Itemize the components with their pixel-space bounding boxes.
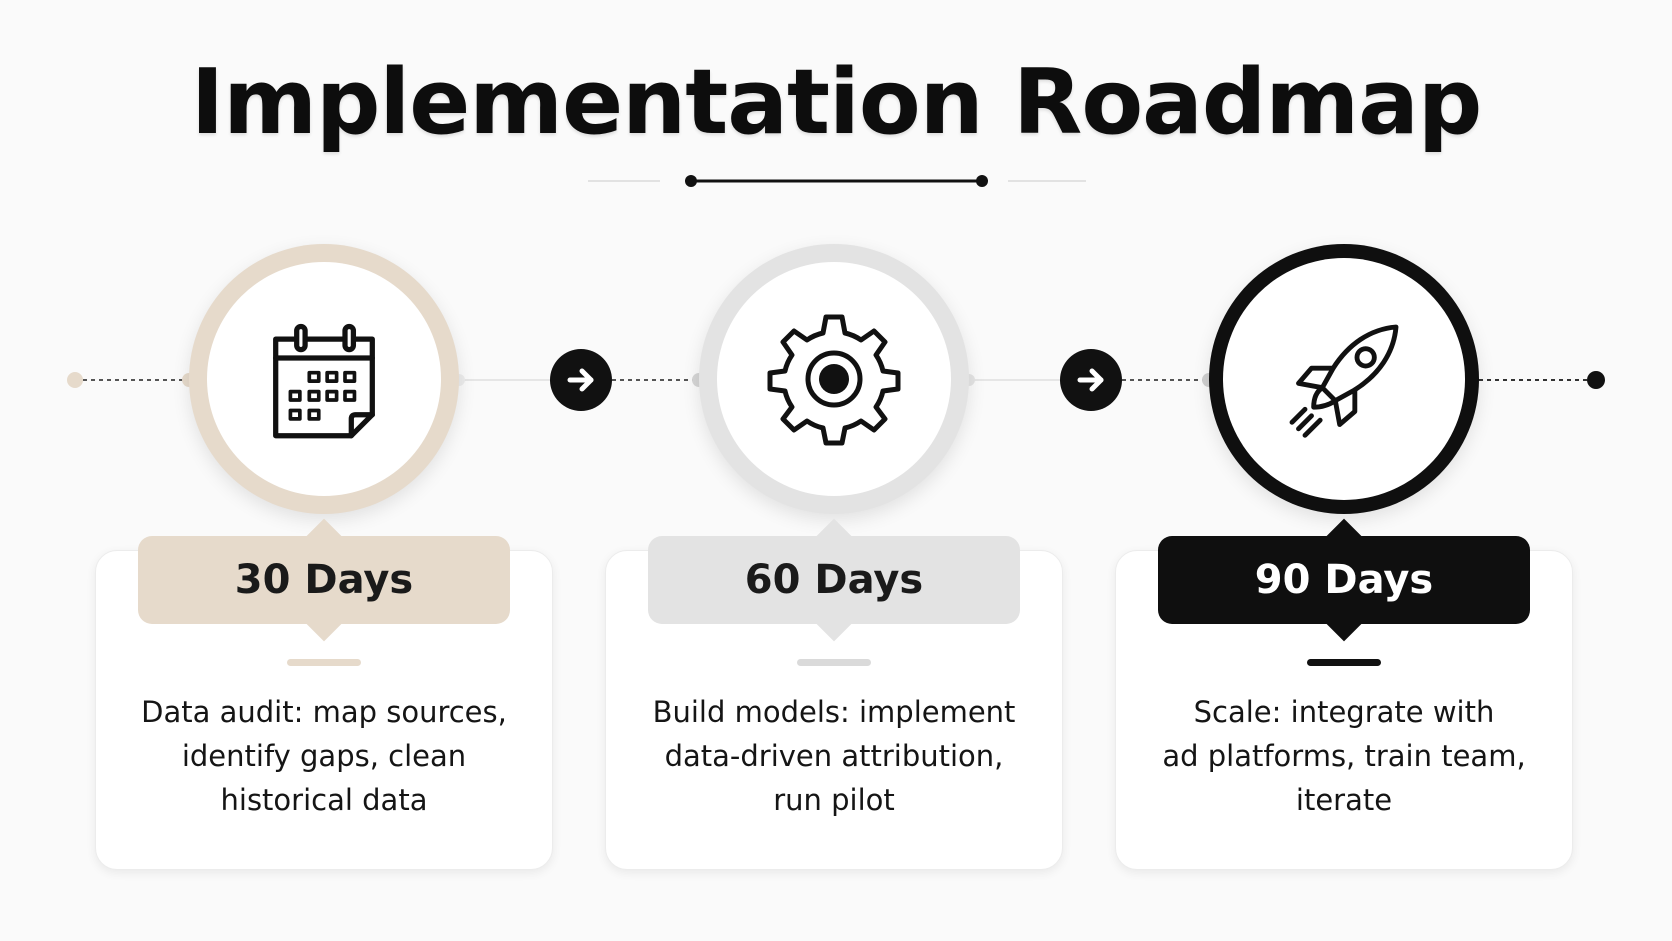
description-line: run pilot <box>773 783 895 817</box>
description-line: Data audit: map sources, <box>141 695 507 729</box>
step-2-description: Build models: implement data-driven attr… <box>624 690 1044 822</box>
description-line: data-driven attribution, <box>664 739 1004 773</box>
step-1-badge: 30 Days <box>138 518 510 642</box>
arrow-right-icon <box>1060 349 1122 411</box>
step-3-label: 90 Days <box>1254 557 1434 603</box>
calendar-icon <box>273 323 375 439</box>
step-2-label: 60 Days <box>744 557 924 603</box>
arrow-right-icon <box>550 349 612 411</box>
gear-icon <box>767 314 901 446</box>
description-line: iterate <box>1295 783 1393 817</box>
description-line: Scale: integrate with <box>1193 695 1495 729</box>
description-line: ad platforms, train team, <box>1162 739 1526 773</box>
step-1-circle <box>189 244 459 514</box>
description-line: identify gaps, clean <box>181 739 467 773</box>
step-3-circle <box>1209 244 1479 514</box>
step-1-label: 30 Days <box>234 557 414 603</box>
step-1-accent-bar <box>287 659 361 666</box>
step-2-badge: 60 Days <box>648 518 1020 642</box>
step-2-accent-bar <box>797 659 871 666</box>
step-3-badge: 90 Days <box>1158 518 1530 642</box>
step-3-description: Scale: integrate with ad platforms, trai… <box>1134 690 1554 822</box>
step-1-description: Data audit: map sources, identify gaps, … <box>114 690 534 822</box>
description-line: Build models: implement <box>652 695 1016 729</box>
step-2-circle <box>699 244 969 514</box>
description-line: historical data <box>220 783 428 817</box>
step-3-accent-bar <box>1307 659 1381 666</box>
page-title: Implementation Roadmap <box>190 50 1483 155</box>
rocket-icon <box>1289 324 1399 438</box>
